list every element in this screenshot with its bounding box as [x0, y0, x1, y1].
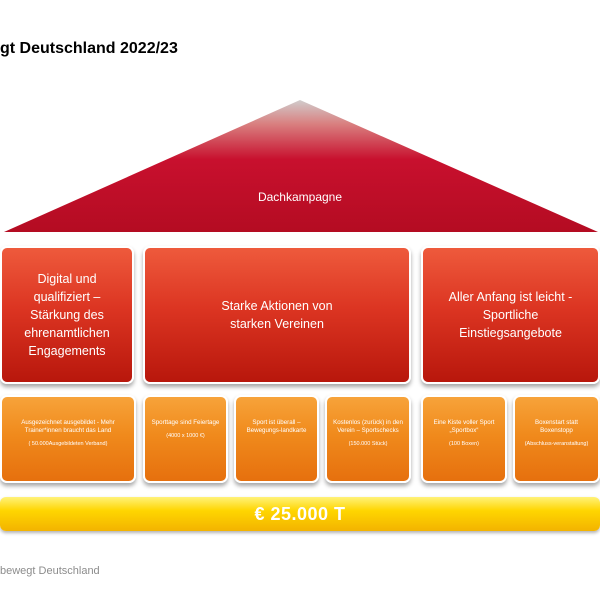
- measure-box: Kostenlos (zurück) in den Verein – Sport…: [325, 395, 411, 483]
- measure-text: Kostenlos (zurück) in den Verein – Sport…: [333, 419, 403, 435]
- roof-graphic: [4, 100, 598, 232]
- measure-detail: (100 Boxen): [449, 441, 479, 448]
- measure-detail: ( 50.000Ausgebildeten Verband): [28, 441, 108, 448]
- footer-text: bewegt Deutschland: [0, 565, 100, 577]
- pillar-text: Digital und qualifiziert – Stärkung des …: [24, 271, 110, 359]
- roof-label: Dachkampagne: [257, 190, 343, 204]
- measure-box: Boxenstart statt Boxenstopp (Abschluss-v…: [513, 395, 600, 483]
- budget-amount: € 25.000 T: [254, 503, 346, 524]
- pillar-text: Starke Aktionen von starken Vereinen: [221, 298, 333, 331]
- measure-detail: (150.000 Stück): [348, 441, 388, 448]
- measure-text: Boxenstart statt Boxenstopp: [535, 419, 578, 435]
- measure-text: Eine Kiste voller Sport „Sportbox“: [433, 419, 495, 435]
- measure-box: Ausgezeichnet ausgebildet - Mehr Trainer…: [0, 395, 136, 483]
- roof-shape: [4, 100, 598, 232]
- measure-detail: (Abschluss-veranstaltung): [524, 441, 589, 448]
- pillar-einstieg: Aller Anfang ist leicht - Sportliche Ein…: [421, 246, 600, 384]
- measure-box: Eine Kiste voller Sport „Sportbox“ (100 …: [421, 395, 507, 483]
- measure-box: Sporttage sind Feiertage (4000 x 1000 €): [143, 395, 228, 483]
- page-title: gt Deutschland 2022/23: [0, 40, 178, 57]
- pillar-aktionen: Starke Aktionen von starken Vereinen: [143, 246, 411, 384]
- measure-text: Sport ist überall – Bewegungs-landkarte: [246, 419, 307, 435]
- measure-text: Ausgezeichnet ausgebildet - Mehr Trainer…: [21, 419, 115, 435]
- measure-text: Sporttage sind Feiertage: [151, 419, 220, 426]
- budget-bar: € 25.000 T: [0, 497, 600, 531]
- roof-triangle: [0, 96, 600, 236]
- measure-box: Sport ist überall – Bewegungs-landkarte: [234, 395, 319, 483]
- pillar-text: Aller Anfang ist leicht - Sportliche Ein…: [448, 289, 573, 341]
- pillar-digital: Digital und qualifiziert – Stärkung des …: [0, 246, 134, 384]
- measure-detail: (4000 x 1000 €): [166, 433, 205, 440]
